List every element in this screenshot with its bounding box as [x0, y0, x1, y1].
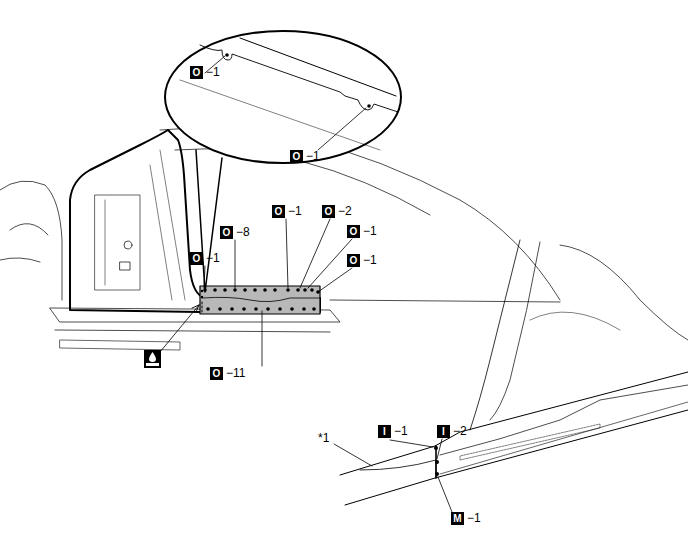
callout-number: −2: [453, 424, 467, 438]
weld-symbol: M: [451, 512, 464, 525]
weld-symbol: O: [322, 205, 335, 218]
weld-symbol: O: [290, 150, 303, 163]
callout-number: −8: [236, 225, 250, 239]
callout-number: −1: [288, 204, 302, 218]
callout-number: −1: [363, 253, 377, 267]
callout-number: −2: [338, 204, 352, 218]
sealer-icon: [144, 350, 161, 368]
callout-number: −1: [394, 424, 408, 438]
weld-symbol: I: [437, 425, 450, 438]
callout-number: −1: [467, 511, 481, 525]
weld-symbol: O: [210, 367, 223, 380]
weld-symbol: O: [190, 252, 203, 265]
callout-number: −1: [363, 224, 377, 238]
weld-symbol: O: [220, 226, 233, 239]
weld-symbol: O: [347, 254, 360, 267]
weld-symbol: O: [347, 225, 360, 238]
weld-symbol: O: [190, 66, 203, 79]
callout-number: −1: [306, 149, 320, 163]
callout-number: −1: [206, 65, 220, 79]
callout-number: −1: [206, 251, 220, 265]
weld-symbol: O: [272, 205, 285, 218]
weld-symbol: I: [378, 425, 391, 438]
callout-number: −11: [226, 366, 245, 380]
callout-number: *1: [318, 431, 329, 445]
